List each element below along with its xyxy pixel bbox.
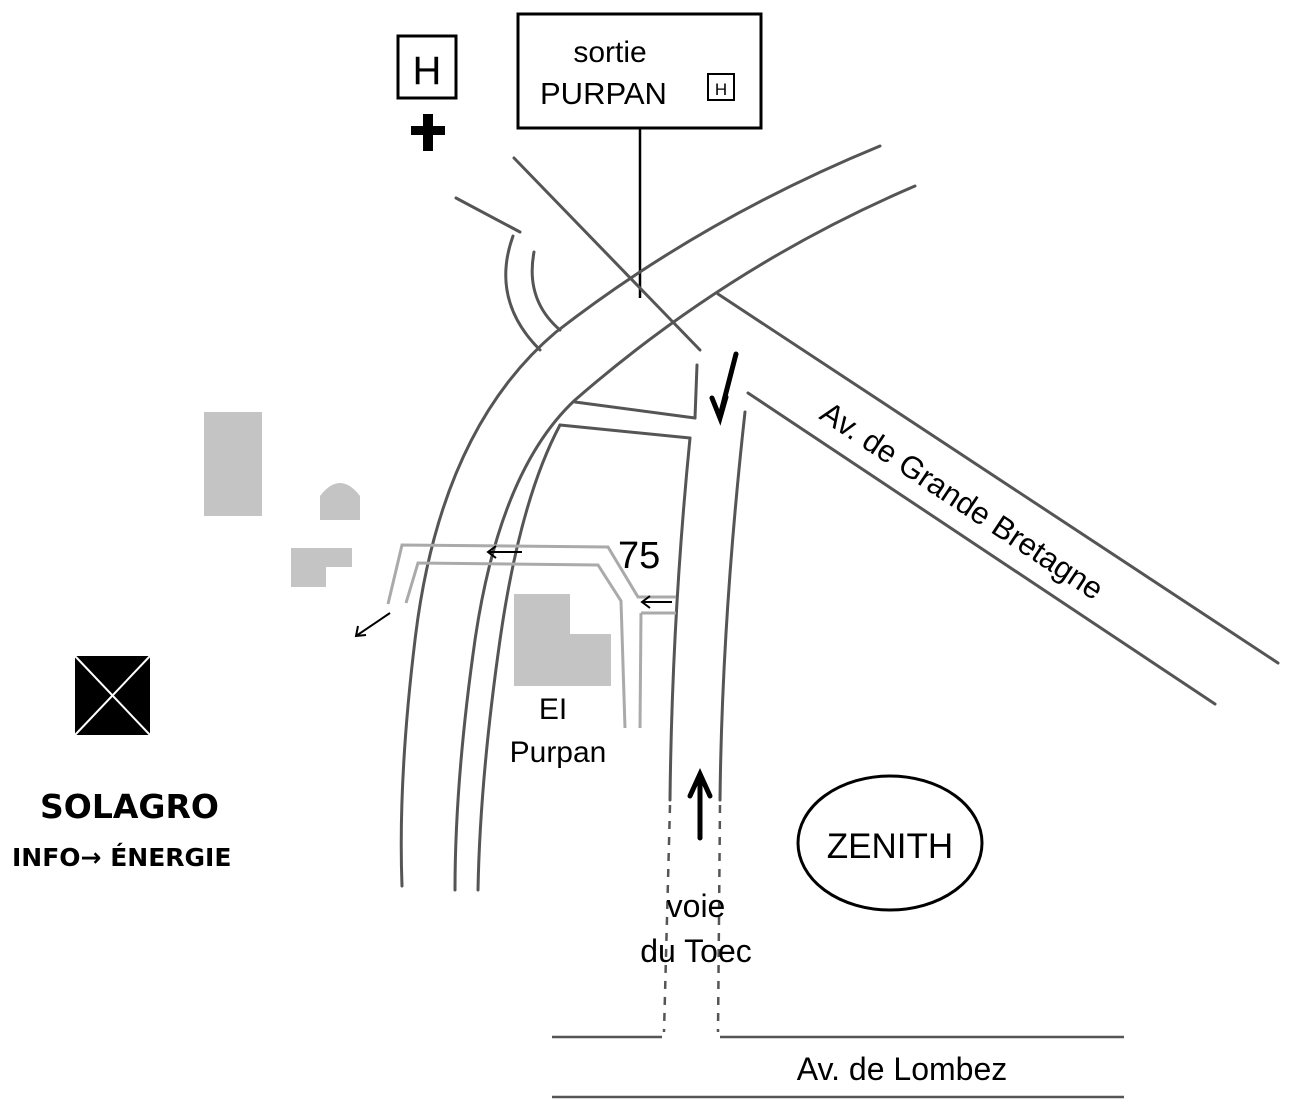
arrow-up-icon [687,767,713,841]
road-label-toec-line2: du Toec [640,933,752,969]
road-label-toec-line1: voie [667,888,726,924]
route-number: 75 [618,535,660,577]
arrow-left-icon [486,545,522,559]
building-label-line2: Purpan [510,736,607,769]
highway-roads [399,144,1280,1099]
building-label-line1: EI [539,693,567,726]
building-l-shape [291,548,352,587]
zenith-venue: ZENITH [796,774,984,912]
hospital-sign: H [396,34,458,100]
building-ei-purpan [514,594,611,686]
hospital-sign-letter: H [413,49,442,93]
exit-sign-line2: PURPAN [540,76,667,111]
logo-subtitle: INFO→ ÉNERGIE [12,843,231,872]
destination-marker-icon [74,655,151,736]
road-label-grande-bretagne: Av. de Grande Bretagne [814,395,1110,607]
arrow-left-icon [640,595,672,609]
exit-sign-line1: sortie [573,36,646,69]
building-block [204,412,262,516]
direction-arrows [354,351,739,841]
arrow-down-left-icon [354,612,391,638]
hospital-cross-icon [411,114,445,151]
access-path [386,543,676,729]
logo-name: SOLAGRO [40,787,219,826]
exit-sign-hospital-badge: H [715,80,727,99]
zenith-label: ZENITH [827,827,953,866]
building-domed [320,483,360,520]
buildings [204,412,611,686]
exit-sign: sortie PURPAN H [516,12,763,298]
arrow-down-icon [709,351,739,426]
road-label-lombez: Av. de Lombez [797,1051,1008,1087]
